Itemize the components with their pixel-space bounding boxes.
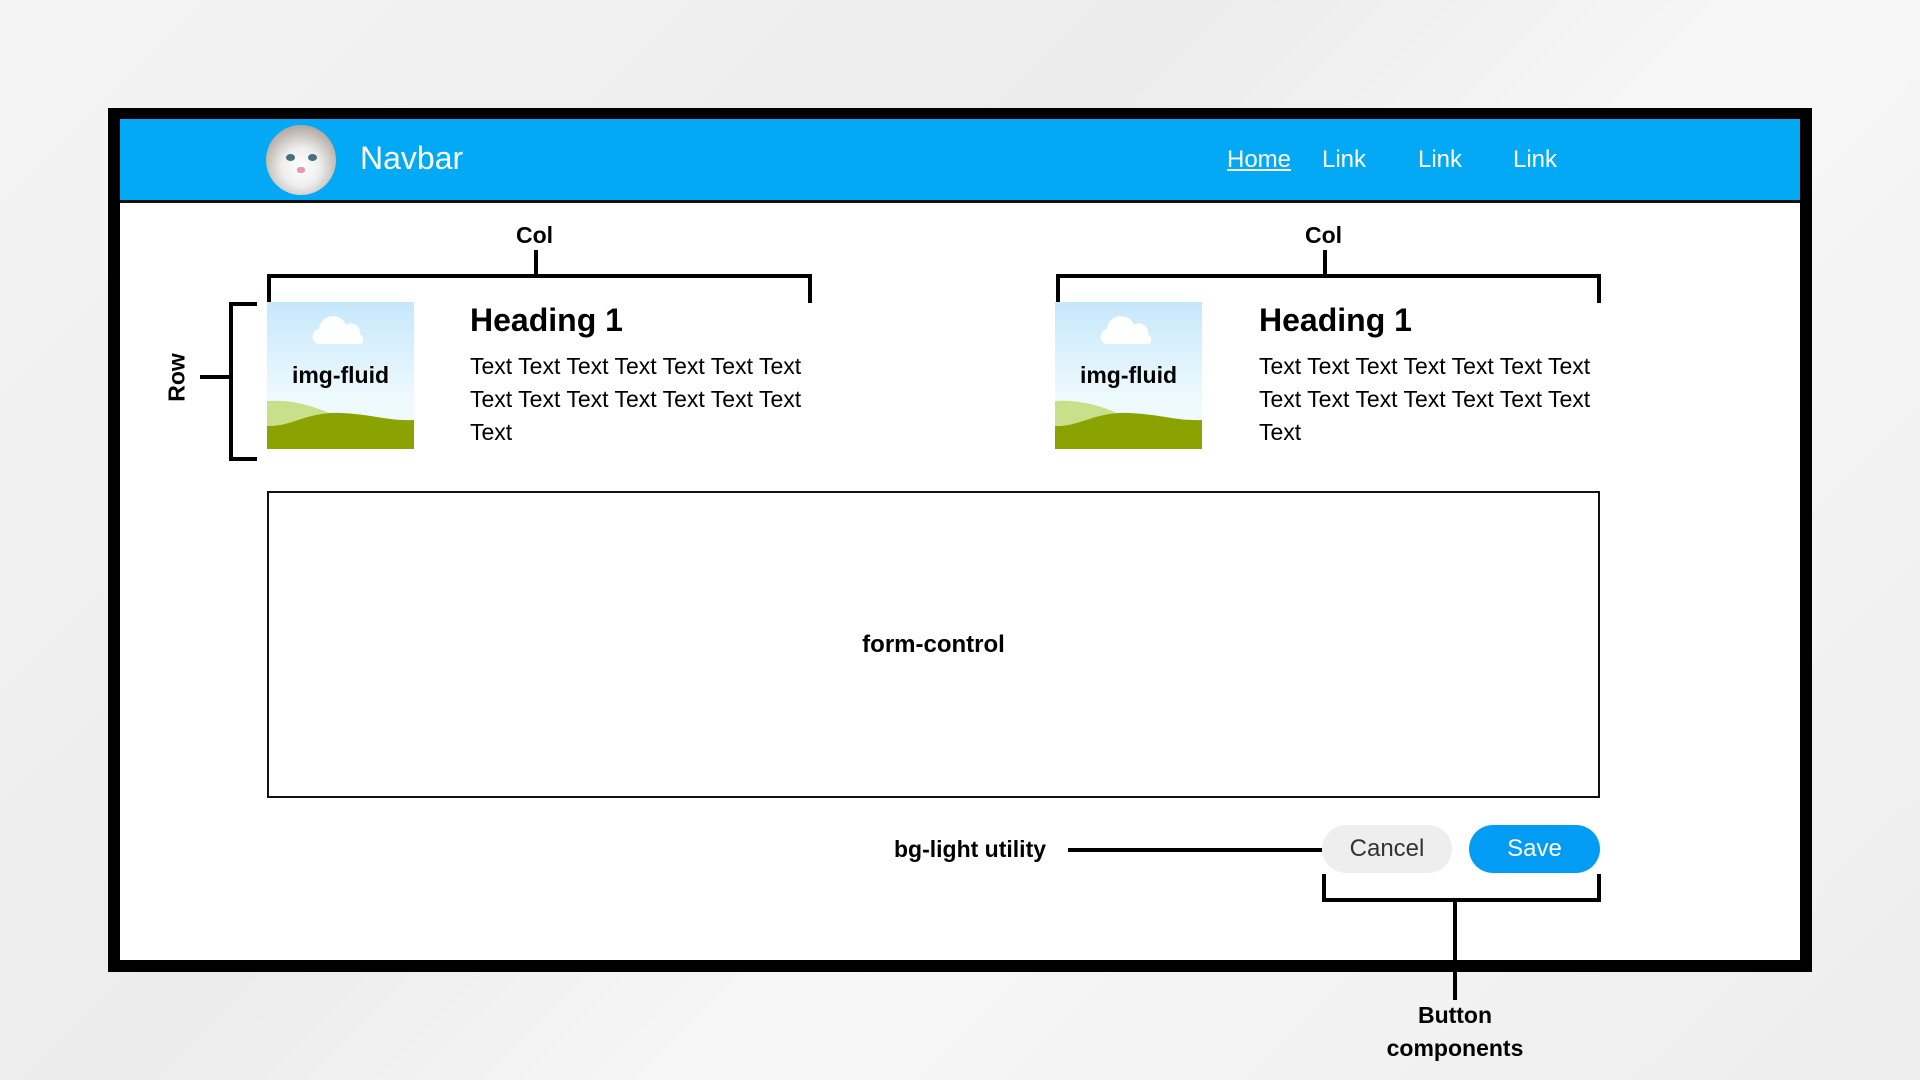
bracket-line <box>200 375 230 379</box>
bg-light-label: bg-light utility <box>894 836 1047 862</box>
nav-link-home[interactable]: Home <box>1227 146 1292 173</box>
row-label: Row <box>163 353 190 402</box>
col-bracket <box>1056 274 1601 303</box>
annotation-line <box>1068 848 1322 852</box>
navbar-brand[interactable]: Navbar <box>360 140 464 176</box>
avatar[interactable] <box>266 125 336 195</box>
bracket-line <box>1323 250 1327 276</box>
img-fluid-placeholder: img-fluid <box>1055 302 1202 449</box>
hills-icon <box>1055 400 1202 449</box>
img-label: img-fluid <box>291 362 390 388</box>
page-frame <box>108 108 1812 972</box>
img-label: img-fluid <box>1079 362 1178 388</box>
col-bracket <box>267 274 812 303</box>
cloud-icon <box>1100 316 1152 344</box>
navbar <box>120 119 1800 203</box>
col-label: Col <box>516 222 554 248</box>
button-components-label: components <box>1386 1035 1524 1061</box>
form-control-textarea[interactable]: form-control <box>267 491 1600 798</box>
column-heading: Heading 1 <box>470 302 623 338</box>
form-control-label: form-control <box>862 630 1005 658</box>
row-bracket <box>229 302 257 461</box>
hills-icon <box>267 400 414 449</box>
col-label: Col <box>1305 222 1343 248</box>
nav-link[interactable]: Link <box>1322 146 1367 173</box>
nav-link[interactable]: Link <box>1418 146 1463 173</box>
bracket-line <box>534 250 538 276</box>
cancel-button[interactable]: Cancel <box>1322 825 1452 873</box>
button-components-label: Button <box>1417 1002 1493 1028</box>
img-fluid-placeholder: img-fluid <box>267 302 414 449</box>
column-heading: Heading 1 <box>1259 302 1412 338</box>
bracket-line <box>1453 900 1457 1000</box>
column-text: Text Text Text Text Text Text Text Text … <box>1259 353 1591 445</box>
nav-link[interactable]: Link <box>1513 146 1558 173</box>
button-bracket <box>1322 874 1601 902</box>
cloud-icon <box>312 316 364 344</box>
save-button[interactable]: Save <box>1469 825 1600 873</box>
column-text: Text Text Text Text Text Text Text Text … <box>470 353 802 445</box>
